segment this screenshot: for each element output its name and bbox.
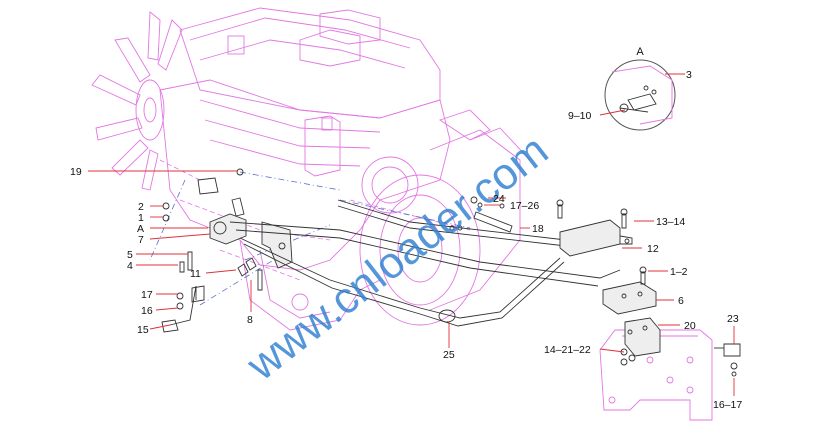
detail-view-a: A <box>604 46 676 131</box>
callout-8: 8 <box>247 314 253 326</box>
callout-labels: 3 9–10 19 2 1 A 7 5 4 11 17 16 15 8 24 1… <box>70 69 742 411</box>
detail-view-label: A <box>636 46 644 58</box>
callout-1-2: 1–2 <box>670 266 688 278</box>
part-20-plate <box>599 317 713 421</box>
callout-6: 6 <box>678 295 684 307</box>
callout-17-26: 17–26 <box>510 200 539 212</box>
callout-5: 5 <box>127 249 133 261</box>
lower-bracket <box>161 285 205 333</box>
callout-15: 15 <box>137 324 149 336</box>
callout-18: 18 <box>532 223 544 235</box>
callout-a: A <box>137 223 144 235</box>
callout-12: 12 <box>647 243 659 255</box>
callout-13-14: 13–14 <box>656 216 685 228</box>
throttle-cables <box>229 199 621 327</box>
callout-4: 4 <box>127 260 133 272</box>
callout-25: 25 <box>443 349 455 361</box>
callout-20: 20 <box>684 320 696 332</box>
part-23-clip <box>714 343 741 377</box>
callout-3: 3 <box>686 69 692 81</box>
callout-23: 23 <box>727 313 739 325</box>
callout-14-21-22: 14–21–22 <box>544 344 591 356</box>
engine-outline <box>91 7 531 331</box>
cooling-fan <box>91 11 183 191</box>
callout-11: 11 <box>190 268 201 280</box>
callout-16-17: 16–17 <box>713 399 742 411</box>
part-12-box <box>559 219 633 257</box>
callout-17: 17 <box>141 289 153 301</box>
callout-24: 24 <box>493 193 505 205</box>
callout-9-10: 9–10 <box>568 110 592 122</box>
callout-19: 19 <box>70 166 82 178</box>
callout-7: 7 <box>138 234 144 246</box>
callout-16: 16 <box>141 305 153 317</box>
bolts <box>162 168 263 310</box>
part-6-box <box>602 281 657 315</box>
leader-lines <box>88 73 735 396</box>
callout-2: 2 <box>138 201 144 213</box>
screws-right <box>449 196 647 285</box>
callout-1: 1 <box>138 212 144 224</box>
